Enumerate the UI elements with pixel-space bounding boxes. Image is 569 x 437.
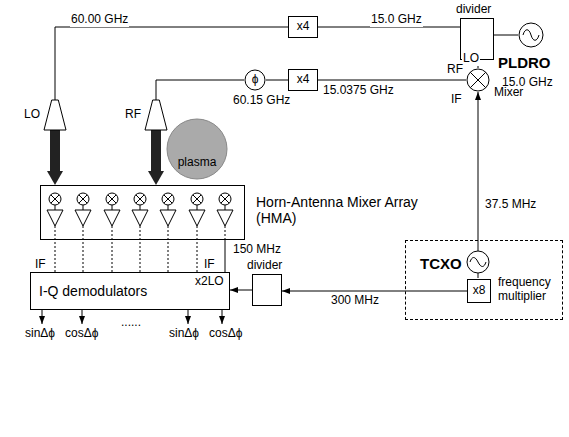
edge-label: 150 MHz (232, 243, 282, 257)
plasma-region: plasma (166, 118, 228, 180)
signal-line (230, 290, 252, 291)
edge-label: 37.5 MHz (484, 198, 537, 212)
signal-label: sinΔϕ (24, 327, 56, 341)
tcxo-region: x8frequency multiplierTCXO (405, 240, 563, 320)
multiplier-box: x8frequency multiplier (467, 279, 491, 303)
signal-line (478, 92, 479, 240)
osc-outline (518, 22, 544, 48)
edge-label: 60.00 GHz (70, 13, 129, 27)
signal-line (282, 291, 467, 292)
node-text: Horn-Antenna Mixer Array (HMA) (256, 194, 436, 226)
multiplier-box: x4 (288, 16, 318, 38)
node-text: x8 (468, 284, 490, 298)
signal-label: IF (450, 93, 463, 107)
node-text: x4 (289, 20, 317, 34)
node-text: frequency multiplier (498, 276, 560, 304)
signal-label: sinΔϕ (168, 327, 200, 341)
tcxo-oscillator (467, 240, 489, 278)
edge-label: 60.15 GHz (232, 94, 291, 108)
edge-label: 300 MHz (330, 294, 380, 308)
node-text: x4 (289, 73, 317, 87)
node-text: divider (456, 3, 491, 17)
oscillator-symbol: PLDRO15.0 GHz (518, 22, 544, 48)
signal-line (55, 27, 288, 100)
node-text: LO (24, 108, 40, 122)
signal-label: IF (34, 258, 47, 272)
mixer-array-elements (47, 193, 233, 272)
signal-label: IF (203, 258, 216, 272)
node-text: PLDRO (498, 54, 551, 71)
signal-line (225, 240, 226, 272)
signal-line (156, 80, 244, 100)
node-text: divider (247, 259, 282, 273)
signal-label: x2LO (194, 275, 225, 289)
edge-label: 15.0 GHz (370, 13, 423, 27)
signal-label: ...... (120, 316, 142, 330)
signal-label: LO (462, 52, 480, 66)
beam-arrow (50, 130, 60, 171)
node-text: I-Q demodulators (39, 283, 147, 299)
beam-arrow (151, 130, 161, 171)
mixer-outline (466, 68, 490, 92)
horn-antenna: LO (44, 100, 66, 130)
divider-box: divider (252, 274, 282, 306)
node-text: Mixer (494, 86, 523, 100)
multiplier-box: x4 (288, 69, 318, 91)
signal-label: cosΔϕ (64, 327, 99, 341)
node-text: TCXO (420, 255, 462, 272)
horn-antenna: RF (145, 100, 167, 130)
node-text: plasma (166, 156, 228, 170)
mixer-symbol: Mixer (466, 68, 490, 92)
mixer-array-box: Horn-Antenna Mixer Array (HMA) (40, 185, 245, 240)
edge-label: 15.0375 GHz (322, 84, 395, 98)
signal-line (318, 80, 466, 81)
horn-outline (44, 100, 66, 130)
signal-label: cosΔϕ (208, 327, 243, 341)
phase-shifter: ϕ (244, 69, 266, 91)
signal-label: RF (446, 63, 464, 77)
signal-line (494, 35, 518, 36)
plasma-outline (166, 118, 228, 180)
signal-line (266, 80, 288, 81)
node-text: RF (125, 108, 141, 122)
horn-outline (145, 100, 167, 130)
node-text: ϕ (244, 73, 266, 87)
